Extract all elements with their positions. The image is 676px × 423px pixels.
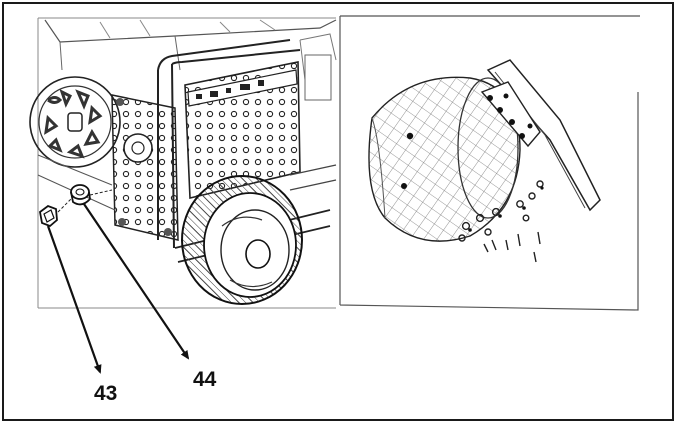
callout-44: 44	[193, 368, 217, 391]
callout-43: 43	[94, 382, 118, 405]
generator-illustration	[29, 17, 337, 309]
fasteners	[458, 180, 544, 263]
left-perforated-panel	[111, 94, 179, 241]
frame-upright	[157, 63, 175, 249]
part-43-nut	[39, 204, 58, 228]
mesh-screen	[368, 76, 521, 242]
leader-arrow-44	[83, 203, 190, 360]
filter-exploded-view	[339, 15, 640, 311]
leader-arrow-43	[46, 225, 102, 374]
wheel	[181, 175, 303, 305]
part-44-spacer	[70, 184, 91, 206]
